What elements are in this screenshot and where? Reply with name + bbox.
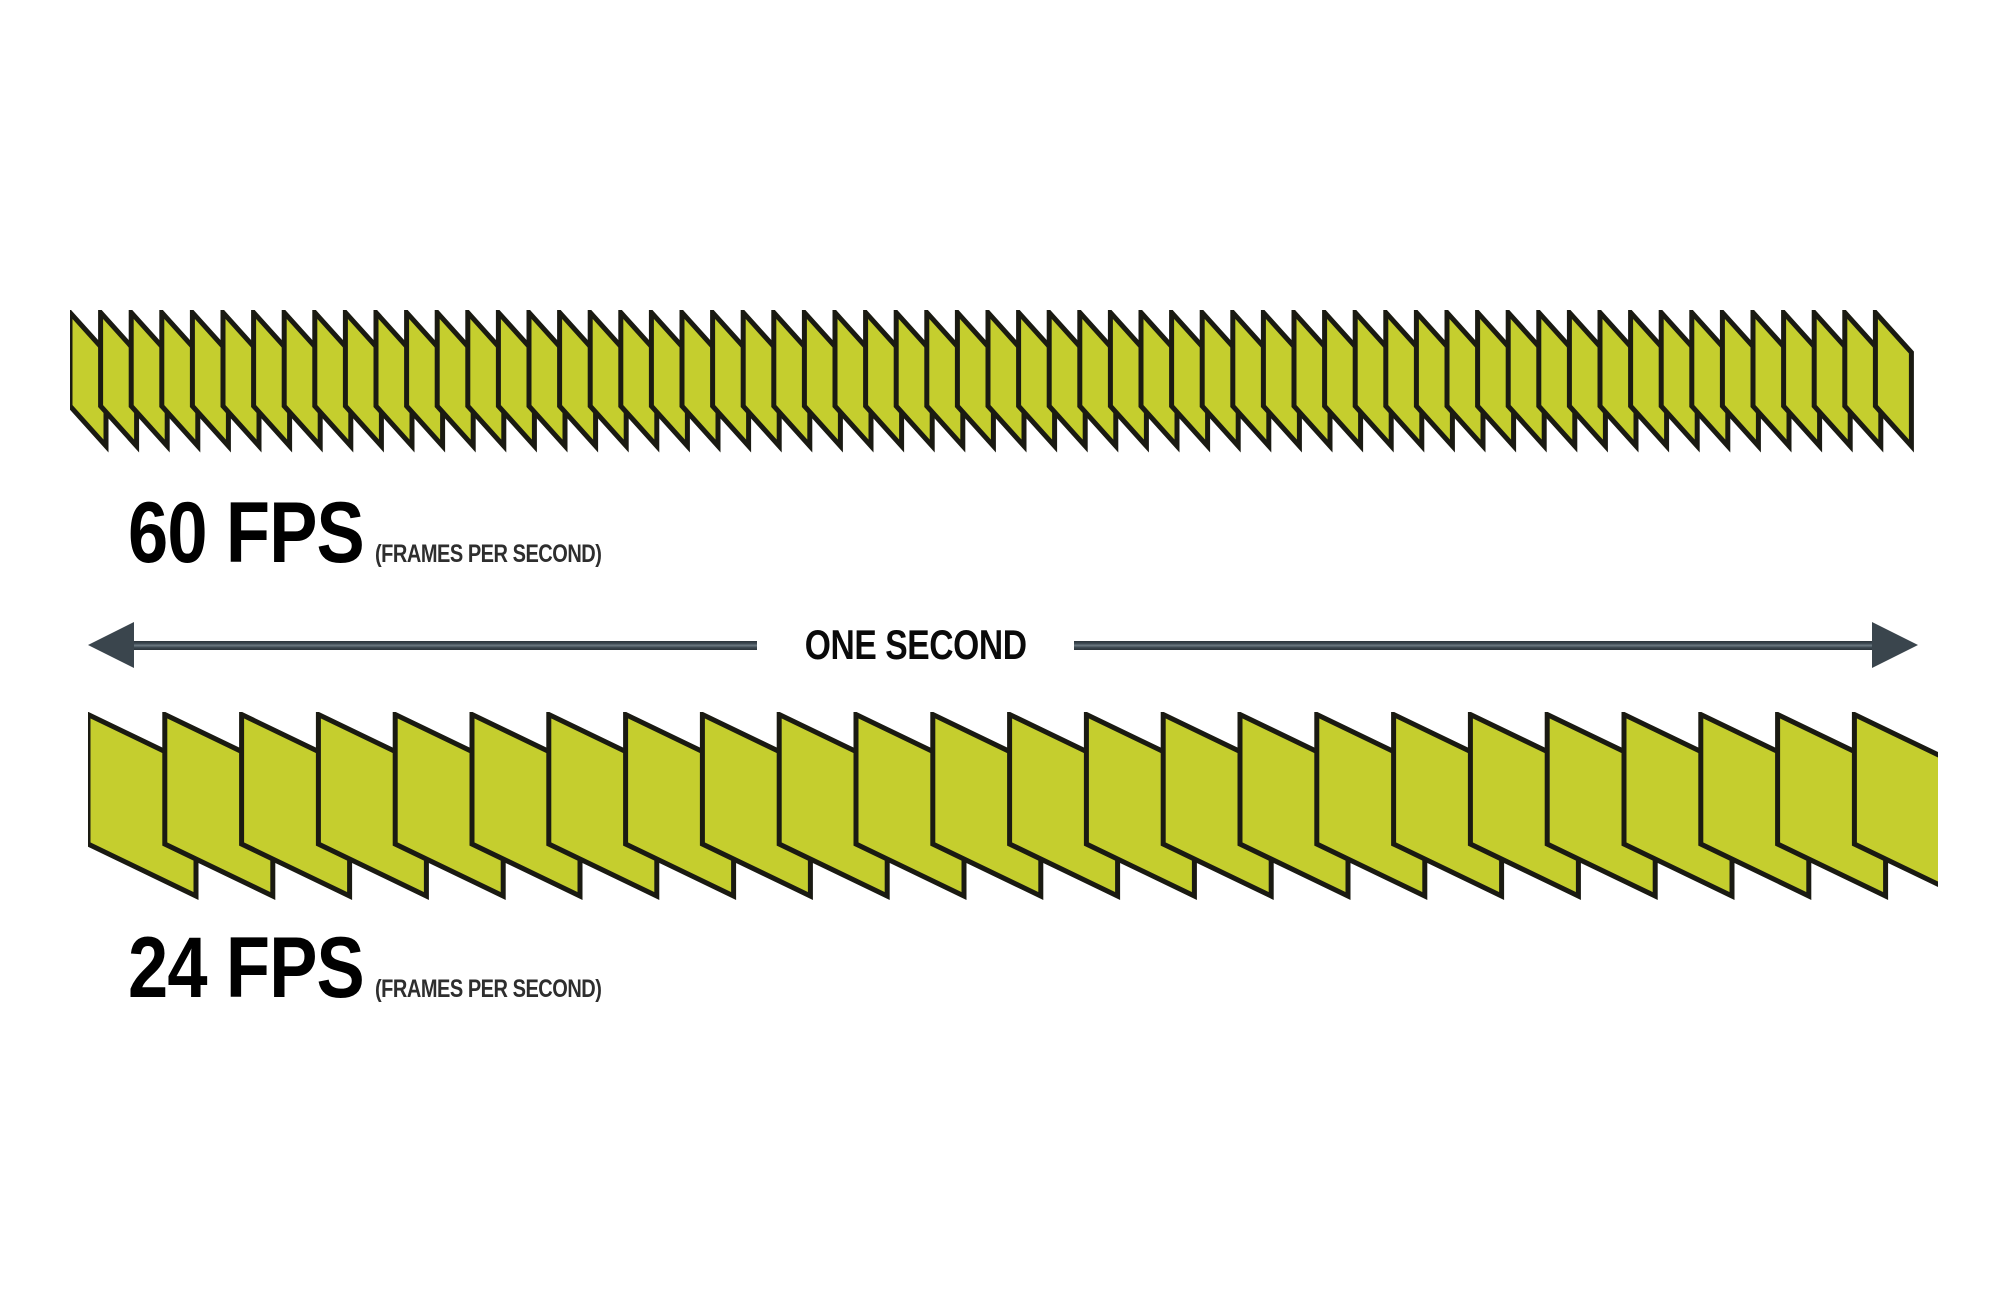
film-frame-icon xyxy=(342,310,384,453)
arrow-line-left xyxy=(134,640,758,650)
film-frame-icon xyxy=(985,310,1027,453)
film-frame-icon xyxy=(1046,310,1088,453)
film-frame-icon xyxy=(1505,310,1547,453)
arrow-left-icon xyxy=(88,622,134,668)
film-frame-icon xyxy=(1352,310,1394,453)
film-frame-icon xyxy=(1138,310,1180,453)
film-frame-icon xyxy=(1781,310,1823,453)
film-frame-icon xyxy=(679,310,721,453)
film-frame-icon xyxy=(1475,310,1517,453)
film-frame-icon xyxy=(557,310,599,453)
film-strip-24fps xyxy=(88,712,1938,912)
film-frame-icon xyxy=(1107,310,1149,453)
film-frame-icon xyxy=(251,310,293,453)
film-frame-icon xyxy=(1628,310,1670,453)
one-second-arrow: ONE SECOND xyxy=(88,622,1918,668)
label-60fps: 60 FPS (FRAMES PER SECOND) xyxy=(128,490,658,576)
film-frame-icon xyxy=(1872,310,1914,453)
film-frame-icon xyxy=(434,310,476,453)
film-frame-icon xyxy=(70,310,109,453)
fps-value-60: 60 FPS xyxy=(128,485,365,581)
film-frame-icon xyxy=(1199,310,1241,453)
film-frame-icon xyxy=(220,310,262,453)
film-frame-icon xyxy=(159,310,201,453)
film-frame-icon xyxy=(1383,310,1425,453)
film-frame-icon xyxy=(587,310,629,453)
fps-caption-60: (FRAMES PER SECOND) xyxy=(374,540,602,568)
film-frame-icon xyxy=(618,310,660,453)
film-frame-icon xyxy=(189,310,231,453)
film-frame-icon xyxy=(495,310,537,453)
film-frame-icon xyxy=(1322,310,1364,453)
film-frame-icon xyxy=(1444,310,1486,453)
film-frame-icon xyxy=(1291,310,1333,453)
arrow-line-right xyxy=(1074,640,1872,650)
one-second-label: ONE SECOND xyxy=(804,621,1027,668)
film-frame-icon xyxy=(281,310,323,453)
film-frame-icon xyxy=(648,310,690,453)
label-24fps: 24 FPS (FRAMES PER SECOND) xyxy=(128,925,658,1011)
film-frame-icon xyxy=(128,310,170,453)
film-frame-icon xyxy=(1811,310,1853,453)
film-strip-60fps xyxy=(70,310,1930,465)
film-frame-icon xyxy=(373,310,415,453)
fps-caption-24: (FRAMES PER SECOND) xyxy=(374,975,602,1003)
film-frame-icon xyxy=(312,310,354,453)
film-frame-icon xyxy=(98,310,140,453)
film-frame-icon xyxy=(1169,310,1211,453)
film-frame-icon xyxy=(954,310,996,453)
film-frame-icon xyxy=(863,310,905,453)
film-frame-icon xyxy=(740,310,782,453)
film-frame-icon xyxy=(1597,310,1639,453)
film-frame-icon xyxy=(465,310,507,453)
arrow-right-icon xyxy=(1872,622,1918,668)
film-frame-icon xyxy=(1719,310,1761,453)
film-frame-icon xyxy=(832,310,874,453)
film-frame-icon xyxy=(1230,310,1272,453)
film-frame-icon xyxy=(1016,310,1058,453)
film-frame-icon xyxy=(1413,310,1455,453)
film-frame-icon xyxy=(1260,310,1302,453)
film-frame-icon xyxy=(404,310,446,453)
film-frame-icon xyxy=(1689,310,1731,453)
film-frame-icon xyxy=(1566,310,1608,453)
film-frame-icon xyxy=(893,310,935,453)
film-frames-group xyxy=(70,310,1914,453)
film-frame-icon xyxy=(1842,310,1884,453)
film-frames-group xyxy=(88,712,1938,900)
film-frame-icon xyxy=(924,310,966,453)
film-frame-icon xyxy=(1658,310,1700,453)
film-frame-icon xyxy=(801,310,843,453)
film-frame-icon xyxy=(710,310,752,453)
film-frame-icon xyxy=(526,310,568,453)
film-frame-icon xyxy=(1536,310,1578,453)
fps-value-24: 24 FPS xyxy=(128,920,365,1016)
film-frame-icon xyxy=(1077,310,1119,453)
film-frame-icon xyxy=(1851,712,1938,888)
film-frame-icon xyxy=(1750,310,1792,453)
film-frame-icon xyxy=(771,310,813,453)
